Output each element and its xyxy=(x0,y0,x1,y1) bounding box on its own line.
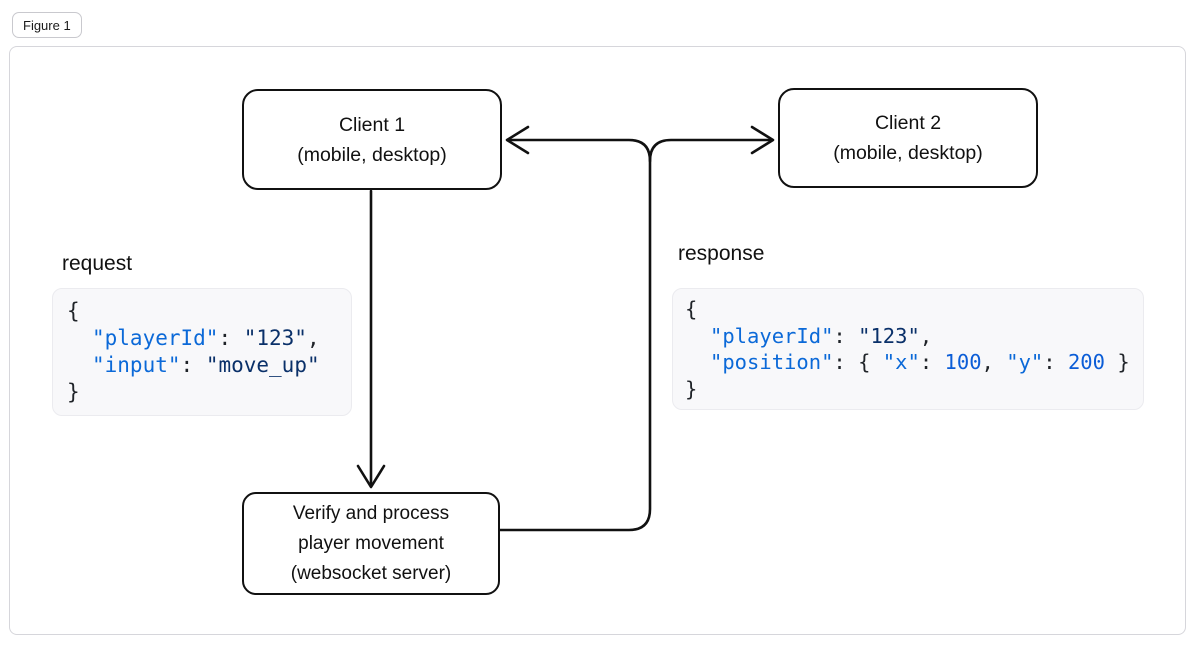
code-line: "playerId": "123", xyxy=(92,326,320,350)
node-server-line2: player movement xyxy=(298,532,444,554)
request-label: request xyxy=(62,252,133,275)
node-client2: Client 2 (mobile, desktop) xyxy=(778,88,1038,188)
code-line: { xyxy=(67,299,80,323)
code-line: "position": { "x": 100, "y": 200 } xyxy=(710,350,1130,374)
node-websocket-server: Verify and process player movement (webs… xyxy=(242,492,500,595)
code-line: { xyxy=(685,297,698,321)
request-code-block: { "playerId": "123", "input": "move_up" … xyxy=(52,288,352,416)
node-client2-subtitle: (mobile, desktop) xyxy=(833,142,983,164)
node-client1-title: Client 1 xyxy=(338,113,406,136)
node-client1-subtitle: (mobile, desktop) xyxy=(297,143,447,166)
code-line: "playerId": "123", xyxy=(710,323,933,348)
code-line: "input": "move_up" xyxy=(92,353,320,377)
code-line: } xyxy=(685,376,698,401)
code-line: } xyxy=(67,380,80,404)
node-client2-title: Client 2 xyxy=(874,112,942,134)
response-label: response xyxy=(678,242,765,265)
node-server-line1: Verify and process xyxy=(292,502,450,524)
node-server-line3: (websocket server) xyxy=(290,562,452,584)
figure-label-badge: Figure 1 xyxy=(12,12,82,38)
response-code-block: { "playerId": "123", "position": { "x": … xyxy=(672,288,1144,410)
node-client1: Client 1 (mobile, desktop) xyxy=(242,89,502,190)
